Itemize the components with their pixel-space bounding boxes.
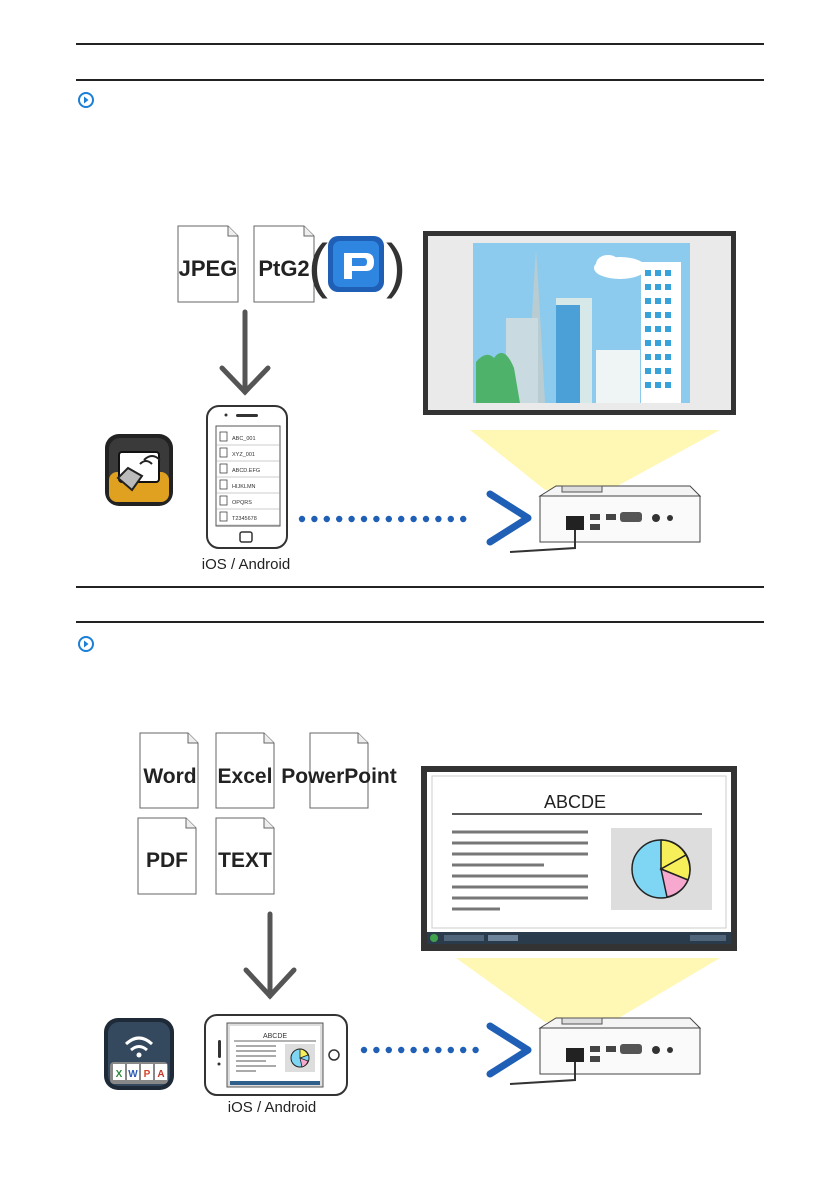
projector-light-beam (470, 430, 720, 490)
svg-text:X: X (116, 1069, 123, 1080)
file-label-jpeg: JPEG (179, 256, 238, 281)
paren-left: ( (308, 232, 328, 299)
device-caption-2: iOS / Android (228, 1099, 316, 1116)
ptg2-app-logo-icon (328, 236, 384, 292)
top-rule-2 (76, 79, 764, 81)
powerpoint-file-icon: PowerPoint (281, 733, 397, 808)
file-label-excel: Excel (218, 765, 273, 788)
link-dot (460, 516, 466, 522)
link-dot (373, 516, 379, 522)
svg-text:W: W (128, 1069, 138, 1080)
file-label-text: TEXT (218, 849, 272, 872)
down-arrow-icon (222, 312, 268, 392)
link-dot (472, 1047, 478, 1053)
folder-icon (220, 480, 227, 489)
arrow-bullet-icon (78, 636, 94, 652)
link-dot (423, 516, 429, 522)
link-dot (361, 1047, 367, 1053)
wireless-dotted-link (299, 516, 467, 522)
link-dot (361, 516, 367, 522)
down-arrow-icon (246, 914, 294, 996)
excel-file-icon: Excel (216, 733, 274, 808)
file-label-word: Word (143, 765, 196, 788)
link-dot (435, 1047, 441, 1053)
link-dot (410, 516, 416, 522)
link-dot (398, 1047, 404, 1053)
phone-file-name: OPQRS (232, 500, 252, 506)
link-arrow-icon (490, 1026, 528, 1074)
middle-rule-2 (76, 621, 764, 623)
presenter-app-icon (105, 434, 173, 506)
pdf-file-icon: PDF (138, 818, 196, 894)
link-dot (311, 516, 317, 522)
link-dot (448, 1047, 454, 1053)
ptg2-file-icon: PtG2 (254, 226, 314, 302)
svg-text:A: A (157, 1069, 164, 1080)
link-dot (435, 516, 441, 522)
link-arrow-icon (490, 494, 528, 542)
device-caption-1: iOS / Android (202, 556, 290, 573)
top-rule-1 (76, 43, 764, 45)
file-label-ptg2: PtG2 (258, 256, 309, 281)
link-dot (460, 1047, 466, 1053)
file-icon (220, 512, 227, 521)
phone-file-name: HIJKLMN (232, 484, 256, 490)
file-icon (220, 448, 227, 457)
paren-right: ) (386, 232, 406, 299)
link-dot (373, 1047, 379, 1053)
arrow-bullet-icon (78, 92, 94, 108)
office-viewer-app-icon: X W P A (104, 1018, 174, 1090)
projector-light-beam (456, 958, 720, 1022)
smartphone-landscape-slide: ABCDE (205, 1015, 347, 1095)
projector-device (510, 1018, 700, 1084)
phone-slide-title: ABCDE (263, 1033, 287, 1040)
file-icon (220, 496, 227, 505)
word-file-icon: Word (140, 733, 198, 808)
projector-device (510, 486, 700, 552)
phone-file-name: T2345678 (232, 516, 257, 522)
text-file-icon: TEXT (216, 818, 274, 894)
link-dot (386, 516, 392, 522)
section2-illustration: Word Excel PowerPoint PDF TEXT X W P A (0, 725, 839, 1125)
file-label-powerpoint: PowerPoint (281, 765, 397, 788)
projection-screen-slide: ABCDE (421, 766, 737, 951)
link-dot (410, 1047, 416, 1053)
phone-file-name: ABC_001 (232, 436, 256, 442)
phone-file-name: XYZ_001 (232, 452, 255, 458)
link-dot (398, 516, 404, 522)
file-icon (220, 464, 227, 473)
wireless-dotted-link (361, 1047, 479, 1053)
link-dot (448, 516, 454, 522)
phone-file-name: ABCD.EFG (232, 468, 260, 474)
projection-screen-photo (423, 231, 736, 415)
link-dot (348, 516, 354, 522)
link-dot (324, 516, 330, 522)
link-dot (386, 1047, 392, 1053)
screen-slide-title: ABCDE (544, 792, 606, 812)
link-dot (336, 516, 342, 522)
file-icon (220, 432, 227, 441)
jpeg-file-icon: JPEG (178, 226, 238, 302)
link-dot (299, 516, 305, 522)
link-dot (423, 1047, 429, 1053)
middle-rule-1 (76, 586, 764, 588)
file-label-pdf: PDF (146, 849, 188, 872)
svg-text:P: P (144, 1069, 151, 1080)
